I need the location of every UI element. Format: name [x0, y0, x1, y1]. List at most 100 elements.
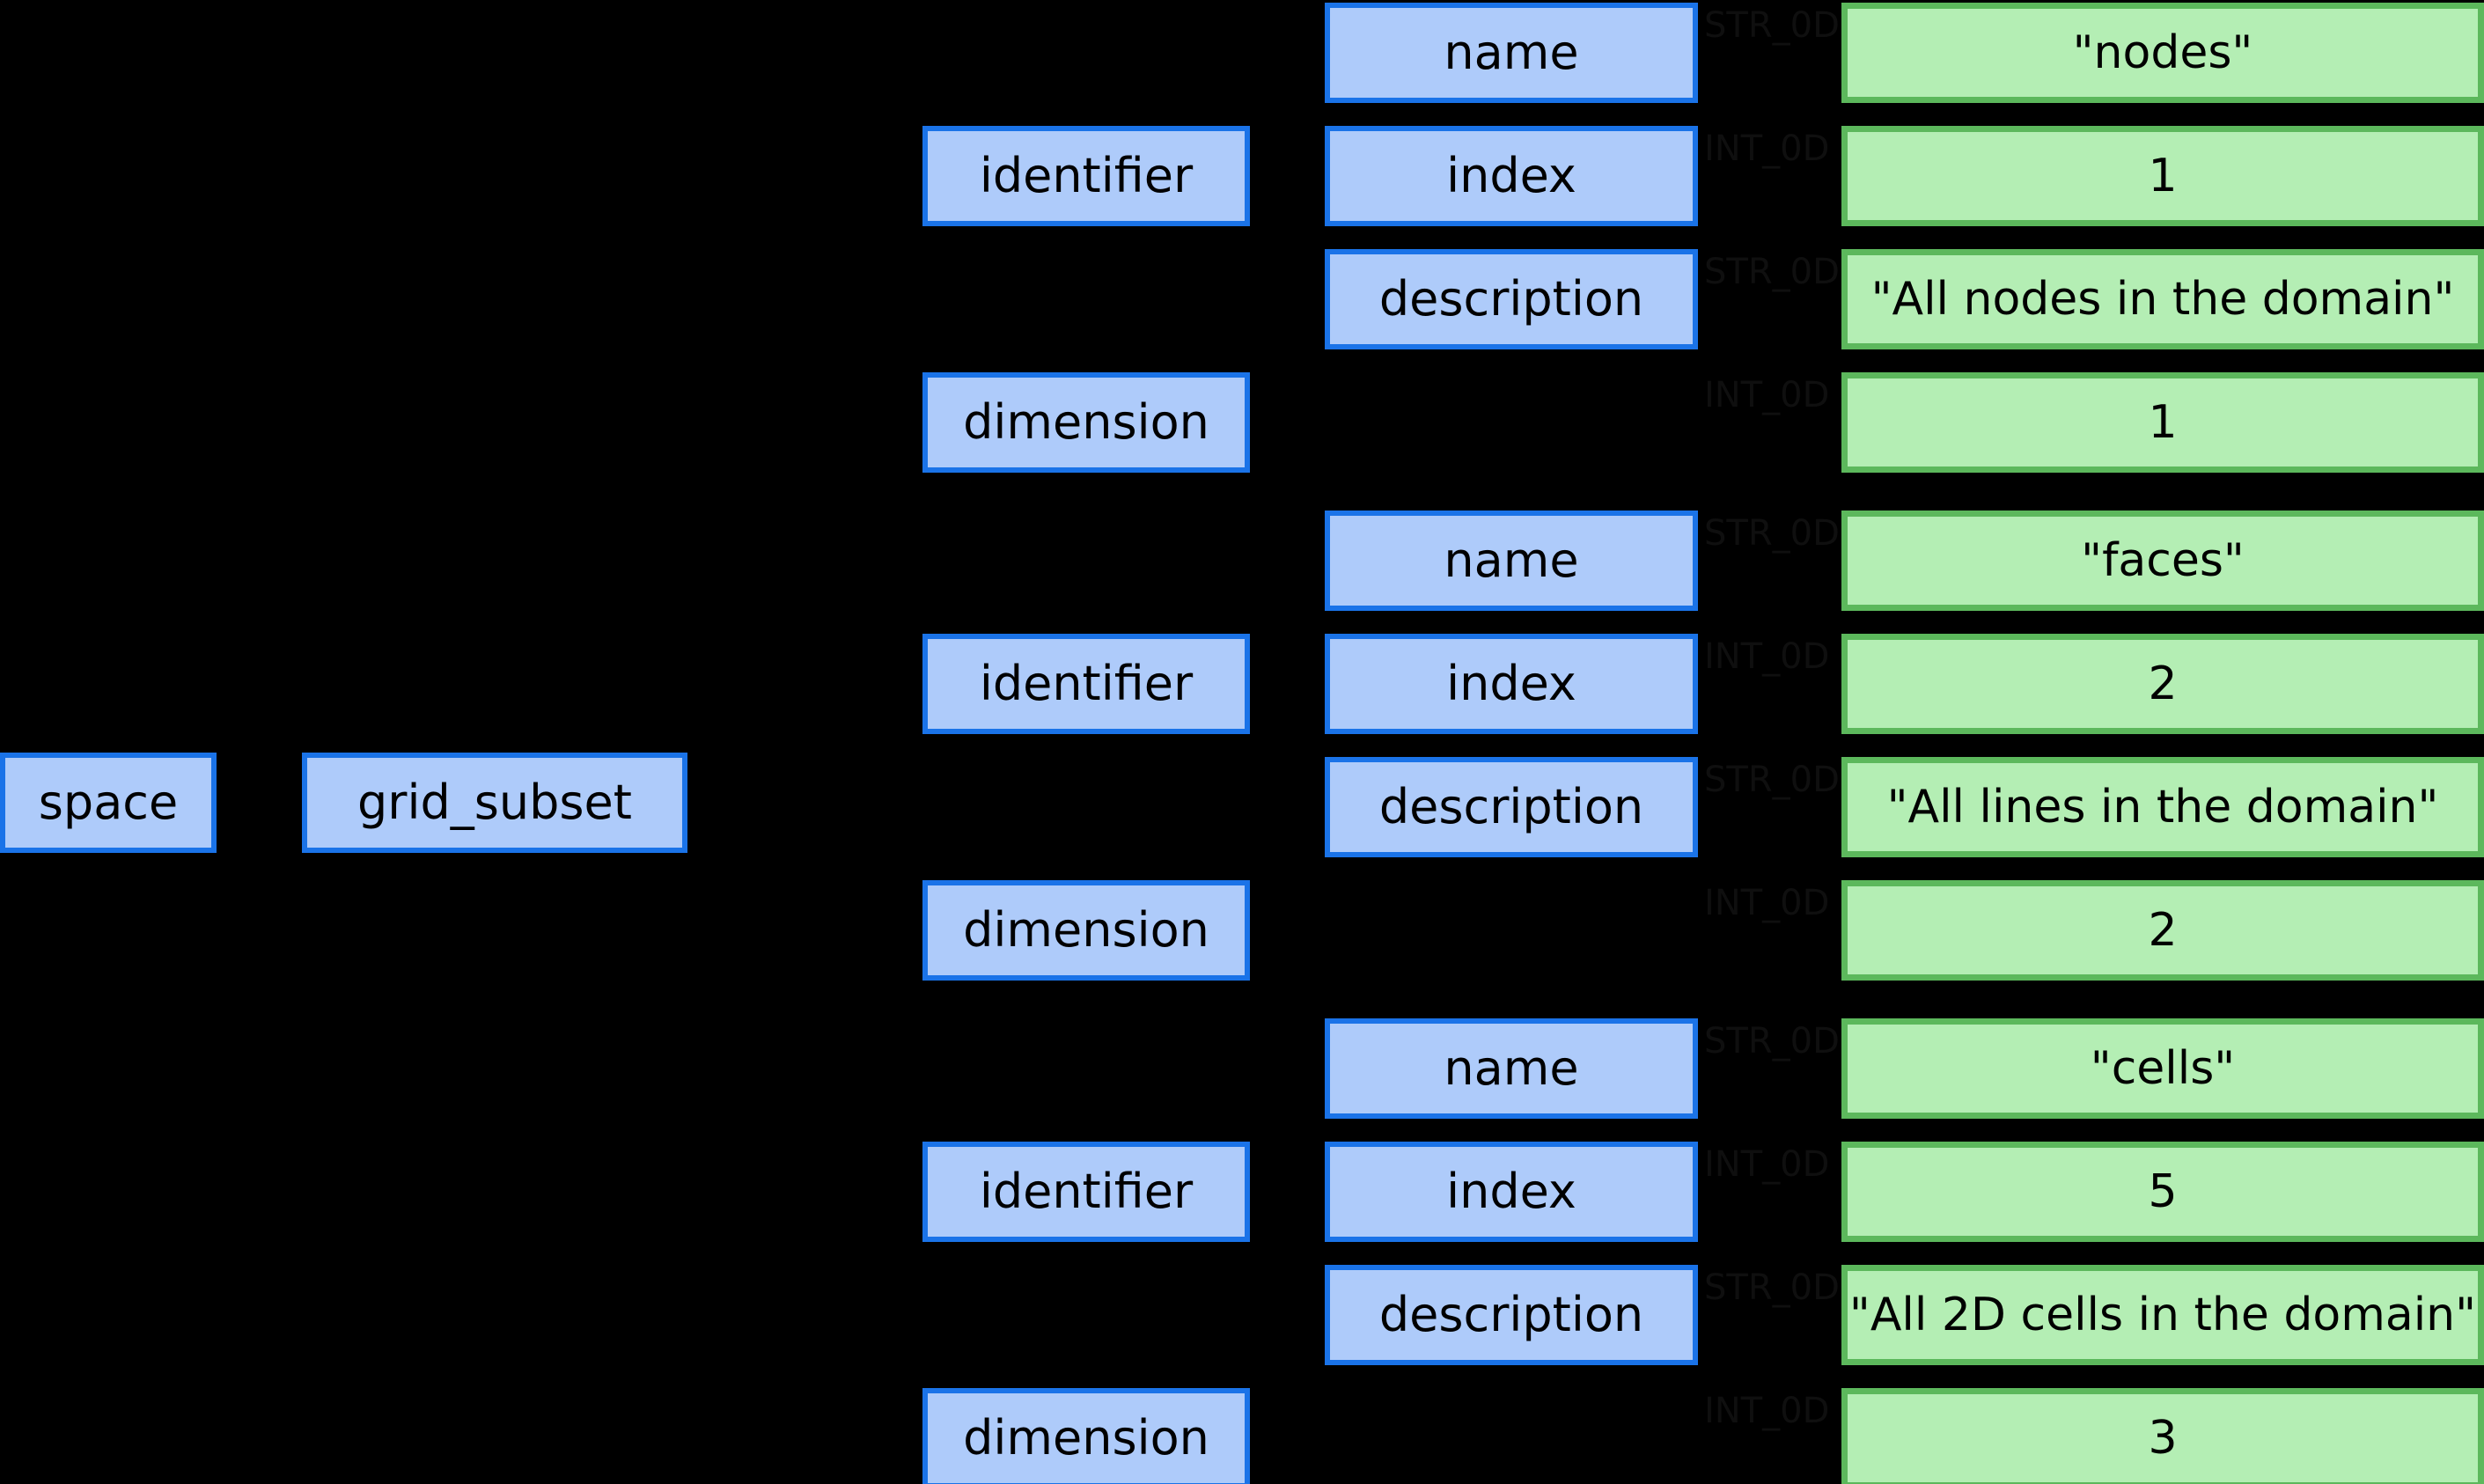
node-identifier-1[interactable]: identifier: [922, 126, 1250, 226]
edge-field-index-2-out: [1698, 679, 1717, 691]
value-dimension-2[interactable]: 2: [1841, 880, 2484, 981]
edge-type-label-description-3: STR_0D: [1704, 1267, 1840, 1308]
value-index-1[interactable]: 1: [1841, 126, 2484, 226]
edge-type-label-description-1: STR_0D: [1704, 252, 1840, 292]
node-field-name-3[interactable]: name: [1325, 1018, 1698, 1119]
node-field-index-2-label: index: [1446, 655, 1576, 711]
edge-type-label-dimension-1: INT_0D: [1704, 375, 1830, 415]
edge-field-description-3-in: [1307, 1310, 1325, 1322]
node-dimension-1[interactable]: dimension: [922, 372, 1250, 473]
node-space-label: space: [38, 774, 179, 830]
node-identifier-2-label: identifier: [979, 655, 1194, 711]
value-name-1-text: "nodes": [2072, 26, 2253, 79]
edge-field-name-3-in: [1307, 1063, 1325, 1076]
value-description-3[interactable]: "All 2D cells in the domain": [1841, 1265, 2484, 1365]
edge-space-to-grid-subset: [217, 797, 234, 810]
value-index-3-text: 5: [2148, 1164, 2178, 1218]
edge-dimension-2-in: [905, 925, 922, 937]
value-name-2[interactable]: "faces": [1841, 511, 2484, 611]
node-field-description-1-label: description: [1378, 270, 1644, 327]
node-field-name-1[interactable]: name: [1325, 3, 1698, 103]
node-dimension-3[interactable]: dimension: [922, 1388, 1250, 1484]
node-dimension-1-label: dimension: [963, 393, 1209, 450]
edge-type-label-index-1: INT_0D: [1704, 129, 1830, 169]
edge-type-label-index-3: INT_0D: [1704, 1144, 1830, 1185]
node-grid-subset-label: grid_subset: [357, 774, 632, 830]
value-description-2-text: "All lines in the domain": [1886, 780, 2439, 834]
edge-field-name-2-out: [1698, 555, 1717, 568]
edge-type-label-name-3: STR_0D: [1704, 1021, 1840, 1062]
edge-type-label-name-1: STR_0D: [1704, 5, 1840, 46]
node-field-description-1[interactable]: description: [1325, 249, 1698, 349]
node-field-index-3-label: index: [1446, 1163, 1576, 1219]
edge-field-description-3-out: [1698, 1310, 1717, 1322]
value-name-3-text: "cells": [2090, 1041, 2236, 1095]
edge-field-index-2-in: [1307, 679, 1325, 691]
edge-dimension-1-out: [1250, 417, 1269, 430]
node-space[interactable]: space: [0, 753, 217, 853]
edge-dimension-3-out: [1250, 1433, 1269, 1445]
edge-identifier-2-in: [905, 679, 922, 691]
edge-field-index-3-in: [1307, 1186, 1325, 1199]
value-index-2[interactable]: 2: [1841, 634, 2484, 734]
node-field-description-3[interactable]: description: [1325, 1265, 1698, 1365]
node-field-index-3[interactable]: index: [1325, 1142, 1698, 1242]
node-identifier-1-label: identifier: [979, 147, 1194, 203]
value-dimension-3[interactable]: 3: [1841, 1388, 2484, 1484]
node-dimension-2-label: dimension: [963, 901, 1209, 958]
node-field-index-2[interactable]: index: [1325, 634, 1698, 734]
value-description-1[interactable]: "All nodes in the domain": [1841, 249, 2484, 349]
edge-identifier-1-in: [905, 171, 922, 183]
edge-type-label-index-2: INT_0D: [1704, 636, 1830, 677]
node-grid-subset[interactable]: grid_subset: [302, 753, 687, 853]
node-field-name-3-label: name: [1444, 1040, 1579, 1096]
edge-type-label-description-2: STR_0D: [1704, 760, 1840, 800]
node-identifier-3[interactable]: identifier: [922, 1142, 1250, 1242]
edge-field-description-2-in: [1307, 802, 1325, 814]
edge-field-description-1-out: [1698, 294, 1717, 306]
value-index-1-text: 1: [2148, 149, 2178, 202]
node-identifier-2[interactable]: identifier: [922, 634, 1250, 734]
edge-dimension-2-out: [1250, 925, 1269, 937]
edge-identifier-3-out: [1250, 1186, 1269, 1199]
edge-field-name-1-in: [1307, 48, 1325, 60]
node-dimension-3-label: dimension: [963, 1409, 1209, 1466]
value-description-2[interactable]: "All lines in the domain": [1841, 757, 2484, 857]
edge-field-index-1-out: [1698, 171, 1717, 183]
node-dimension-2[interactable]: dimension: [922, 880, 1250, 981]
node-field-description-2-label: description: [1378, 778, 1644, 834]
edge-field-index-1-in: [1307, 171, 1325, 183]
edge-field-index-3-out: [1698, 1186, 1717, 1199]
node-identifier-3-label: identifier: [979, 1163, 1194, 1219]
value-dimension-1-text: 1: [2148, 395, 2178, 449]
value-dimension-1[interactable]: 1: [1841, 372, 2484, 473]
edge-field-name-1-out: [1698, 48, 1717, 60]
value-description-3-text: "All 2D cells in the domain": [1848, 1288, 2477, 1341]
edge-grid-subset-out: [687, 797, 707, 810]
value-index-3[interactable]: 5: [1841, 1142, 2484, 1242]
value-name-2-text: "faces": [2081, 533, 2245, 587]
node-field-description-2[interactable]: description: [1325, 757, 1698, 857]
edge-dimension-3-in: [905, 1433, 922, 1445]
value-dimension-3-text: 3: [2148, 1411, 2178, 1465]
edge-type-label-name-2: STR_0D: [1704, 513, 1840, 554]
node-field-name-2-label: name: [1444, 532, 1579, 588]
node-field-description-3-label: description: [1378, 1286, 1644, 1342]
node-field-name-2[interactable]: name: [1325, 511, 1698, 611]
value-name-1[interactable]: "nodes": [1841, 3, 2484, 103]
edge-field-name-3-out: [1698, 1063, 1717, 1076]
edge-field-name-2-in: [1307, 555, 1325, 568]
edge-type-label-dimension-2: INT_0D: [1704, 883, 1830, 923]
edge-dimension-1-in: [905, 417, 922, 430]
value-name-3[interactable]: "cells": [1841, 1018, 2484, 1119]
node-field-index-1-label: index: [1446, 147, 1576, 203]
edge-identifier-2-out: [1250, 679, 1269, 691]
edge-identifier-1-out: [1250, 171, 1269, 183]
edge-identifier-3-in: [905, 1186, 922, 1199]
edge-field-description-2-out: [1698, 802, 1717, 814]
value-dimension-2-text: 2: [2148, 903, 2178, 957]
node-field-index-1[interactable]: index: [1325, 126, 1698, 226]
value-index-2-text: 2: [2148, 657, 2178, 710]
edge-field-description-1-in: [1307, 294, 1325, 306]
